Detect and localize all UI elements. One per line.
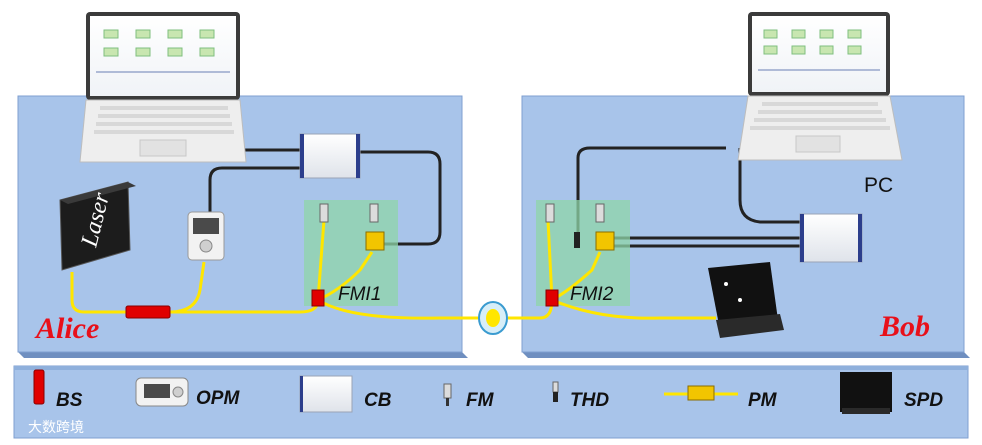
fmi1-label: FMI1 <box>338 284 381 305</box>
pc-label: PC <box>864 174 893 197</box>
laptop-alice <box>79 12 247 163</box>
legend-label-thd: THD <box>570 390 609 411</box>
legend-label-fm: FM <box>466 390 495 411</box>
legend-item-spd: SPD <box>840 372 943 414</box>
legend-label-spd: SPD <box>904 390 943 411</box>
fmi2-components <box>545 203 615 307</box>
legend-item-bs: BS <box>33 369 83 411</box>
legend-item-opm: OPM <box>135 377 240 409</box>
legend-label-bs: BS <box>56 390 83 411</box>
watermark-text: 大数跨境 <box>28 420 84 436</box>
optical-power-meter <box>187 211 225 261</box>
bob-cables <box>576 146 800 248</box>
legend-label-cb: CB <box>364 390 392 411</box>
fmi1-components <box>311 203 385 307</box>
control-box-alice <box>299 133 361 179</box>
fmi2-label: FMI2 <box>570 284 614 305</box>
single-photon-detector <box>708 262 784 338</box>
legend-item-fm: FM <box>443 383 495 411</box>
control-box-bob <box>799 213 863 263</box>
legend-item-thd: THD <box>552 381 609 411</box>
legend-label-opm: OPM <box>196 388 240 409</box>
legend-label-pm: PM <box>748 390 778 411</box>
alice-cables <box>208 148 442 246</box>
legend-item-pm: PM <box>664 385 778 411</box>
laser-source: Laser <box>59 181 136 271</box>
bob-label: Bob <box>879 310 930 343</box>
legend: BS OPM CB FM THD PM <box>13 365 969 439</box>
laptop-bob <box>737 12 903 161</box>
fiber-spool <box>478 301 508 335</box>
alice-label: Alice <box>34 312 99 345</box>
legend-item-cb: CB <box>299 375 392 413</box>
beam-splitter-alice <box>125 305 171 319</box>
